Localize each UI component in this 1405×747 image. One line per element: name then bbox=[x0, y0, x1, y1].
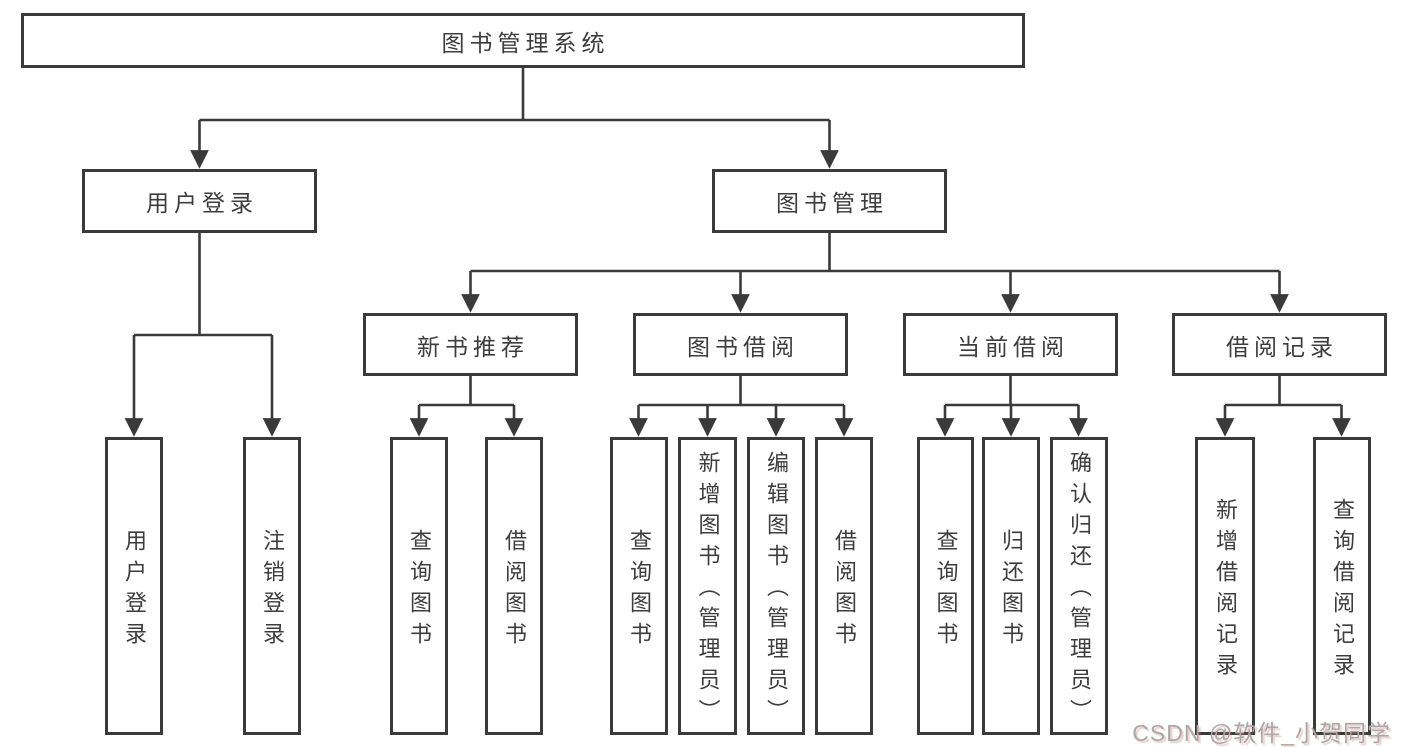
csdn-watermark: CSDN @软件_小贺同学 bbox=[1132, 720, 1391, 746]
leaf-edit-books-admin: 编辑图书（管理员） bbox=[747, 437, 805, 735]
node-book-management: 图书管理 bbox=[712, 169, 947, 233]
node-borrowing-records: 借阅记录 bbox=[1172, 313, 1387, 376]
leaf-query-borrow-record: 查询借阅记录 bbox=[1313, 437, 1371, 735]
node-book-borrowing: 图书借阅 bbox=[633, 313, 848, 376]
leaf-borrow-books: 借阅图书 bbox=[815, 437, 873, 735]
leaf-user-login: 用户登录 bbox=[105, 437, 163, 735]
leaf-confirm-return-admin: 确认归还（管理员） bbox=[1050, 437, 1108, 735]
leaf-borrow-books-recommend: 借阅图书 bbox=[485, 437, 543, 735]
leaf-add-borrow-record: 新增借阅记录 bbox=[1195, 437, 1255, 735]
node-user-login: 用户登录 bbox=[82, 169, 317, 233]
node-current-borrowing: 当前借阅 bbox=[903, 313, 1118, 376]
leaf-query-books-current: 查询图书 bbox=[917, 437, 974, 735]
node-library-management-system: 图书管理系统 bbox=[21, 13, 1025, 68]
leaf-query-books-recommend: 查询图书 bbox=[390, 437, 448, 735]
node-new-book-recommendation: 新书推荐 bbox=[363, 313, 578, 376]
leaf-add-books-admin: 新增图书（管理员） bbox=[678, 437, 737, 735]
leaf-logout: 注销登录 bbox=[243, 437, 301, 735]
leaf-query-books-borrow: 查询图书 bbox=[610, 437, 668, 735]
trunk-segments bbox=[134, 68, 1342, 407]
leaf-return-books: 归还图书 bbox=[982, 437, 1040, 735]
